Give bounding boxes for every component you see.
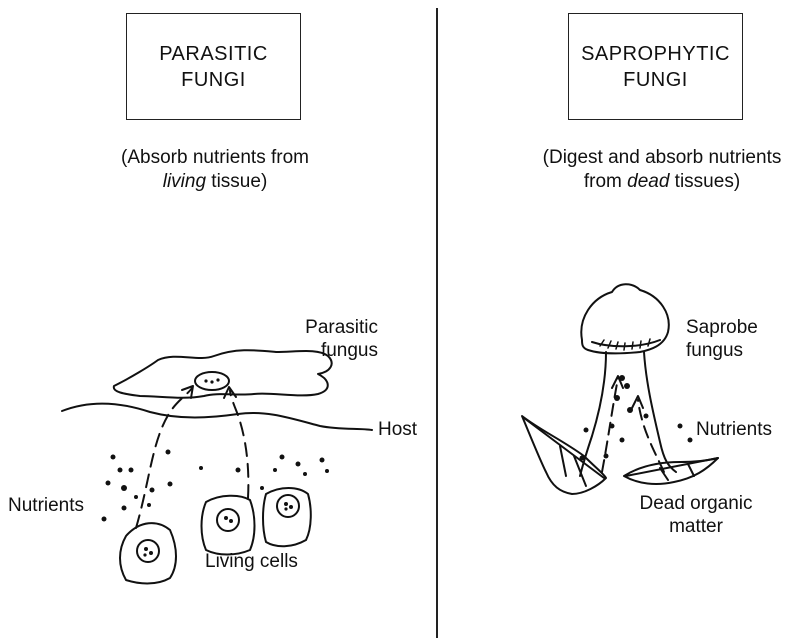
dead-leaf-right bbox=[624, 458, 718, 484]
dead-leaf-left bbox=[522, 416, 606, 494]
right-nutrients-label: Nutrients bbox=[696, 418, 772, 441]
living-cell-2-nucleus bbox=[217, 509, 239, 531]
left-nutrients-label: Nutrients bbox=[8, 494, 84, 517]
dead-organic-matter-label: Dead organic matter bbox=[630, 492, 762, 538]
living-cell-3-nucleus bbox=[277, 495, 299, 517]
living-cell-1 bbox=[120, 523, 176, 583]
left-dashed-arrow-1 bbox=[136, 388, 192, 528]
dead-matter-label-line2: matter bbox=[630, 515, 762, 538]
saprobe-fungus-label: Saprobe fungus bbox=[686, 316, 758, 362]
parasitic-fungus-label-line1: Parasitic bbox=[276, 316, 378, 339]
saprobe-fungus-label-line2: fungus bbox=[686, 339, 758, 362]
mushroom-stalk-right bbox=[644, 352, 676, 472]
host-label: Host bbox=[378, 418, 417, 441]
left-dashed-arrow-2 bbox=[230, 390, 248, 498]
right-arrowhead-2 bbox=[632, 396, 643, 408]
parasitic-fungus-label: Parasitic fungus bbox=[276, 316, 378, 362]
living-cell-1-nucleus bbox=[137, 540, 159, 562]
host-surface-line bbox=[62, 404, 372, 430]
saprobe-fungus-label-line1: Saprobe bbox=[686, 316, 758, 339]
dead-matter-label-line1: Dead organic bbox=[630, 492, 762, 515]
right-dashed-arrow-2 bbox=[638, 400, 664, 472]
parasitic-fungus-label-line2: fungus bbox=[276, 339, 378, 362]
living-cells-label: Living cells bbox=[205, 550, 298, 573]
living-cell-2 bbox=[202, 496, 255, 555]
